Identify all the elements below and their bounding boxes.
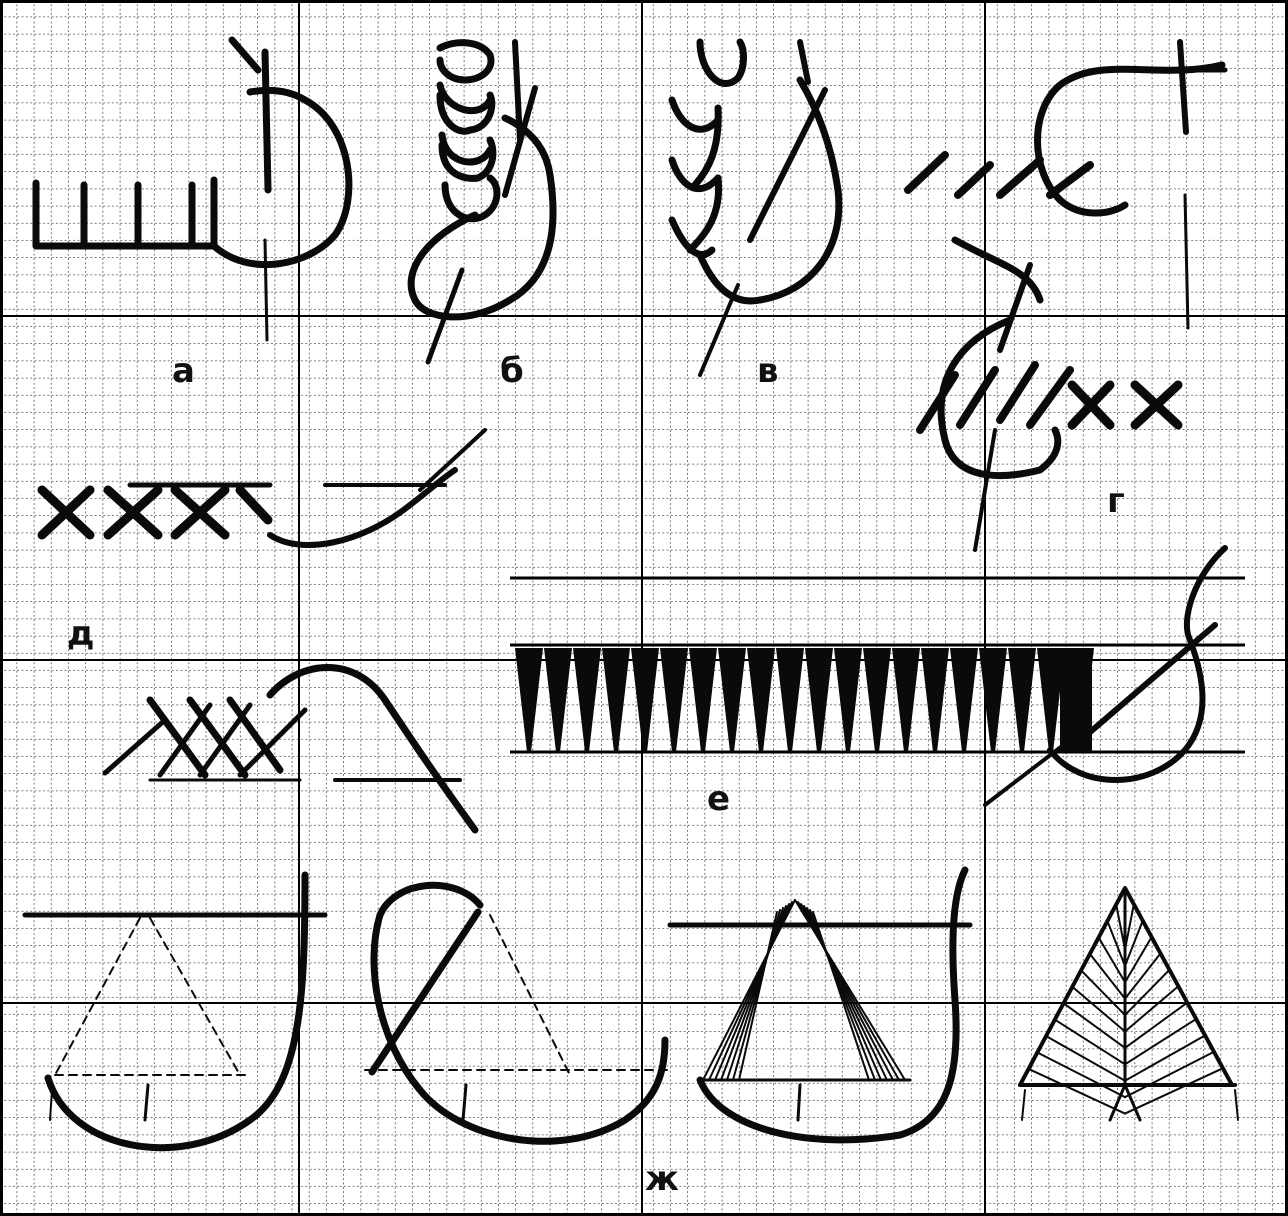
label-e: е — [707, 779, 730, 819]
label-v: в — [757, 351, 779, 391]
label-g: г — [1107, 481, 1125, 521]
label-b: б — [500, 351, 524, 391]
label-zh: ж — [645, 1159, 679, 1199]
label-a: а — [172, 351, 195, 391]
label-d: д — [67, 614, 94, 654]
